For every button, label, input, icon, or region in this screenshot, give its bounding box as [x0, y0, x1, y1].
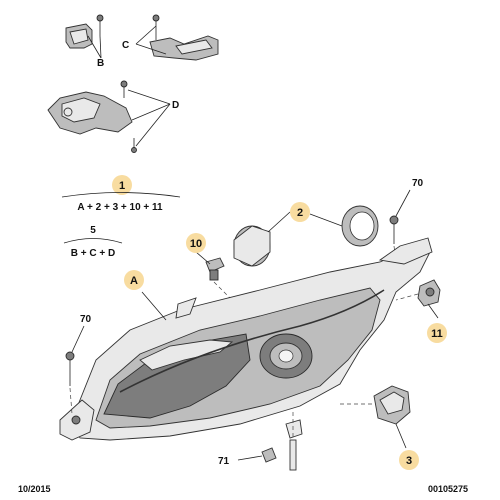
formula-assembly-1: A + 2 + 3 + 10 + 11 [77, 202, 163, 213]
footer-date: 10/2015 [18, 484, 51, 494]
callout-a: A [130, 275, 138, 287]
label-70-right: 70 [412, 178, 424, 189]
sealing-ring-right [341, 205, 379, 247]
callout-2: 2 [297, 207, 303, 219]
clip-71 [237, 412, 297, 471]
legend-assembly-1: 1 A + 2 + 3 + 10 + 11 [61, 175, 181, 213]
levelling-motor-3 [338, 385, 411, 449]
label-d: D [172, 100, 179, 111]
footer-ref: 00105275 [428, 484, 468, 494]
callout-1: 1 [119, 180, 125, 192]
callout-badge [186, 233, 206, 253]
callout-badge [399, 450, 419, 470]
label-70-left: 70 [80, 314, 92, 325]
part-d-bracket [47, 80, 171, 153]
bulb-holder-11 [395, 279, 441, 319]
callout-3: 3 [406, 455, 412, 467]
label-c: C [122, 40, 129, 51]
callout-10: 10 [190, 238, 202, 250]
legend-assembly-5: 5 B + C + D [63, 225, 123, 259]
headlamp-housing [59, 237, 433, 441]
label-71: 71 [218, 456, 230, 467]
screw-70-left [65, 325, 85, 415]
number-5: 5 [90, 225, 96, 236]
label-b: B [97, 58, 104, 69]
callout-11: 11 [431, 328, 443, 340]
formula-assembly-5: B + C + D [71, 248, 115, 259]
sealing-ring-left [233, 225, 271, 267]
callout-badge [124, 270, 144, 290]
callout-badge [427, 323, 447, 343]
callout-badge [290, 202, 310, 222]
part-c-bracket [135, 14, 219, 61]
part-b-bracket [65, 14, 104, 59]
callout-badge [112, 175, 132, 195]
